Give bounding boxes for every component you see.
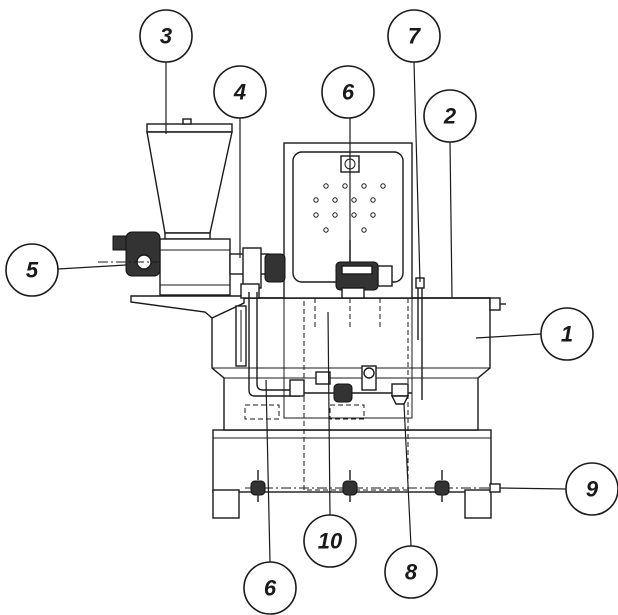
powder-hopper (146, 118, 233, 240)
callout-1: 1 (540, 307, 594, 361)
svg-text:5: 5 (26, 258, 39, 283)
svg-text:7: 7 (408, 24, 422, 49)
svg-text:1: 1 (561, 322, 573, 347)
callout-9: 9 (565, 462, 618, 516)
svg-text:2: 2 (443, 104, 457, 129)
svg-text:4: 4 (233, 80, 246, 105)
callout-6-lower: 6 (243, 561, 297, 615)
leader-lines (57, 61, 567, 563)
svg-text:10: 10 (318, 529, 343, 554)
indicator-lights (313, 183, 386, 233)
callout-2: 2 (423, 89, 477, 143)
base-frame (212, 429, 492, 519)
callout-4: 4 (213, 65, 267, 119)
svg-text:6: 6 (342, 80, 355, 105)
powder-feeder (98, 231, 231, 296)
svg-text:6: 6 (264, 576, 277, 601)
svg-text:9: 9 (586, 477, 599, 502)
water-inlet-manifold (289, 365, 412, 405)
callout-6-upper: 6 (321, 65, 375, 119)
discharge-line (245, 470, 501, 502)
callout-10: 10 (303, 514, 357, 568)
dosing-pump (229, 247, 286, 299)
svg-text:8: 8 (405, 560, 418, 585)
svg-text:3: 3 (160, 24, 172, 49)
agitator-motor (335, 240, 393, 299)
callout-5: 5 (5, 243, 59, 297)
callout-7: 7 (387, 9, 441, 63)
callout-8: 8 (384, 545, 438, 599)
flowmeter-pipe (235, 292, 300, 397)
callout-3: 3 (139, 9, 193, 63)
